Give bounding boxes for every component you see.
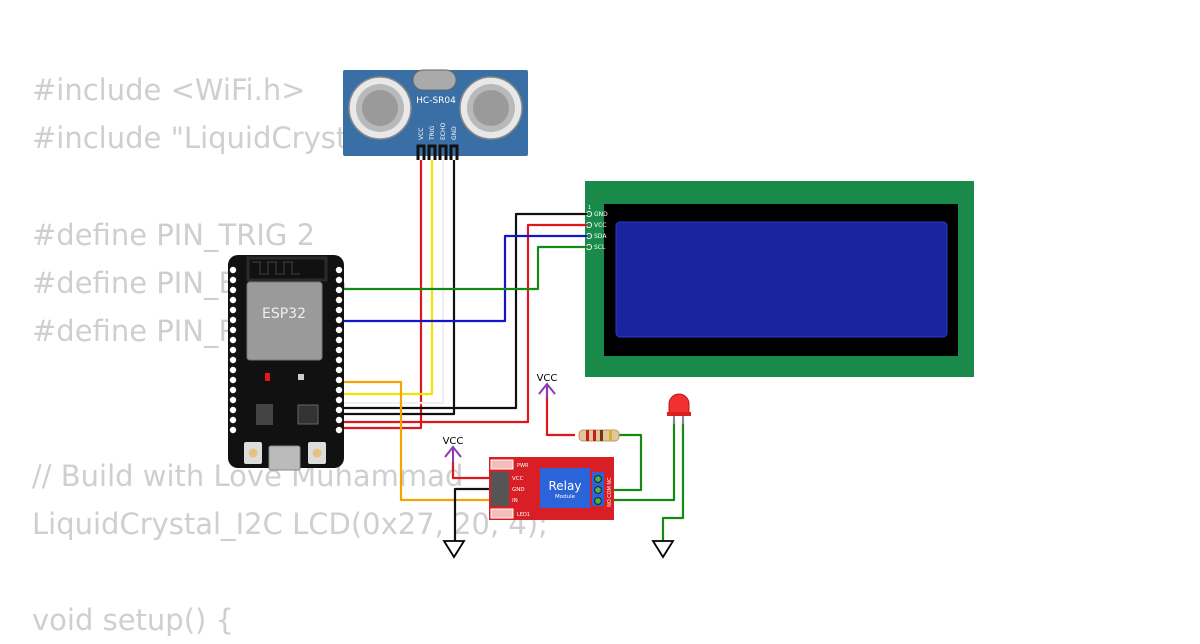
wire-lcd-scl	[341, 245, 587, 291]
wire-sensor-trig	[341, 160, 434, 396]
sensor-pin-echo: ECHO	[440, 123, 447, 140]
lcd-pin-gnd: GND	[594, 211, 608, 218]
svg-text:VCC: VCC	[537, 373, 558, 384]
esp32-usb-port	[268, 445, 301, 471]
svg-text:VCC: VCC	[443, 436, 464, 447]
wire-lcd-vcc	[341, 223, 587, 424]
wire-relay-led	[604, 420, 676, 502]
sensor-pin-trig: TRIG	[429, 125, 436, 141]
red-led[interactable]	[667, 393, 691, 424]
relay-module[interactable]: PWR LED1 VCC GND IN Relay Module NC COM …	[489, 457, 614, 520]
relay-subtitle: Module	[555, 494, 576, 500]
code-line: // Build with Love Muhammad	[32, 458, 464, 493]
vcc-symbol-relay: VCC	[443, 436, 464, 462]
sensor-label: HC-SR04	[416, 96, 456, 106]
ultrasonic-sensor[interactable]: HC-SR04 VCC TRIG ECHO GND	[343, 69, 528, 160]
resistor[interactable]	[578, 429, 620, 442]
wire-relay-in	[341, 380, 492, 502]
wire-sensor-vcc	[341, 160, 423, 430]
wire-lcd-sda	[341, 234, 587, 323]
relay-terminal-nc: NC	[607, 477, 613, 485]
wire-sensor-gnd	[341, 160, 456, 416]
wire-relay-vcc	[451, 462, 492, 480]
sensor-pin-vcc: VCC	[418, 128, 425, 140]
ground-symbol-led	[651, 540, 675, 559]
wire-sensor-echo	[341, 160, 445, 405]
relay-led-label: LED1	[517, 512, 530, 518]
lcd-pin-sda: SDA	[594, 233, 607, 240]
esp32-left-pins	[229, 266, 237, 434]
circuit-diagram: 1 GND VCC SDA SCL	[228, 69, 974, 559]
wires	[341, 160, 685, 541]
relay-terminal-no: NO	[607, 499, 613, 507]
relay-title: Relay	[549, 479, 582, 493]
esp32-power-led	[265, 373, 270, 381]
lcd-display[interactable]: 1 GND VCC SDA SCL	[585, 181, 974, 377]
esp32-right-pins	[335, 266, 343, 434]
code-line: #include <WiFi.h>	[32, 73, 306, 107]
relay-pwr-label: PWR	[517, 463, 529, 469]
lcd-pin1-marker: 1	[588, 205, 591, 211]
esp32-board[interactable]: ESP32	[228, 255, 344, 471]
relay-pin-vcc: VCC	[512, 476, 524, 482]
relay-pin-in: IN	[512, 498, 518, 504]
sensor-pin-header	[416, 144, 459, 160]
wire-vcc-resistor	[545, 384, 575, 437]
esp32-en-button[interactable]	[308, 442, 326, 464]
vcc-symbol-resistor: VCC	[537, 373, 558, 398]
sensor-pin-gnd: GND	[451, 126, 458, 140]
wire-relay-gnd	[453, 487, 492, 541]
code-line: #define PIN_TRIG 2	[32, 217, 316, 252]
lcd-pin-vcc: VCC	[594, 222, 606, 229]
wire-resistor-com	[604, 433, 643, 492]
lcd-pin-scl: SCL	[594, 244, 606, 251]
wire-led-gnd	[661, 420, 685, 541]
ground-symbol-relay	[442, 540, 466, 559]
wire-lcd-gnd	[341, 212, 587, 410]
esp32-boot-button[interactable]	[244, 442, 262, 464]
esp32-label: ESP32	[262, 306, 306, 322]
relay-pin-gnd: GND	[512, 487, 525, 493]
relay-terminal-com: COM	[607, 486, 613, 498]
